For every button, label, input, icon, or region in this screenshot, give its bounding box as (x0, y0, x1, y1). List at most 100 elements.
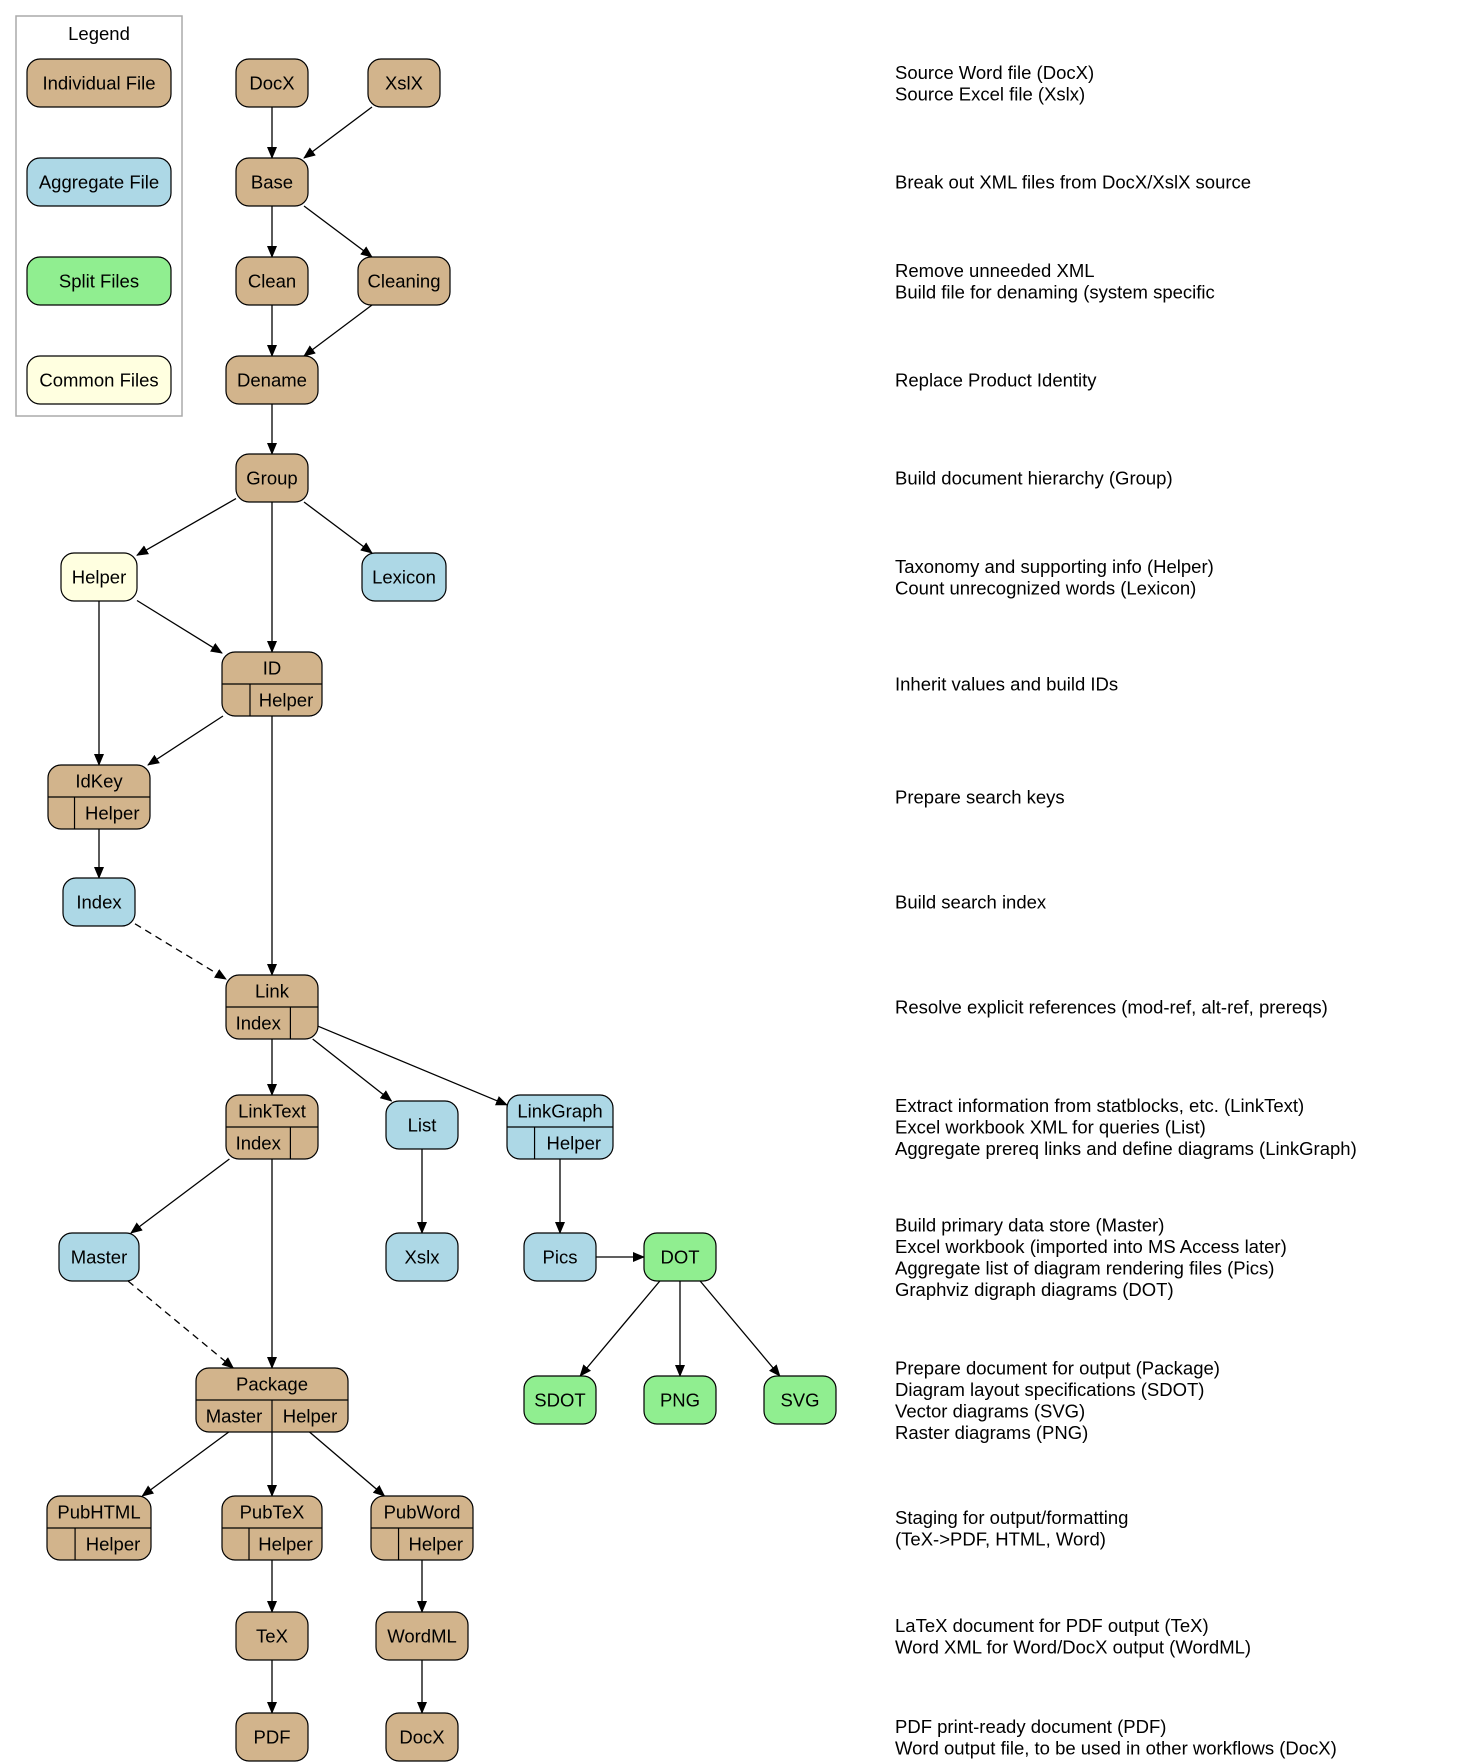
node-box-helper (60, 552, 138, 602)
description-line: Excel workbook (imported into MS Access … (895, 1236, 1287, 1257)
node-label-docx-src: DocX (249, 73, 294, 94)
node-label-index: Index (76, 892, 122, 913)
node-port-link-left: Index (236, 1013, 282, 1034)
node-label-base: Base (251, 172, 293, 193)
description-id: Inherit values and build IDs (895, 674, 1118, 695)
legend-label-individual: Individual File (42, 73, 155, 94)
description-src: Source Word file (DocX)Source Excel file… (895, 62, 1094, 105)
node-box-xslx-out (385, 1232, 459, 1282)
node-box-dename (225, 355, 319, 405)
node-label-linktext: LinkText (238, 1101, 306, 1122)
edge-base-to-cleaning (303, 205, 373, 258)
description-line: Count unrecognized words (Lexicon) (895, 577, 1196, 598)
node-label-idkey: IdKey (75, 771, 123, 792)
description-line: Graphviz digraph diagrams (DOT) (895, 1279, 1174, 1300)
node-box-cleaning (357, 256, 451, 306)
node-label-id: ID (263, 658, 282, 679)
legend-label-aggregate: Aggregate File (39, 172, 159, 193)
node-box-dot (643, 1232, 717, 1282)
description-index: Build search index (895, 892, 1047, 913)
node-label-pubhtml: PubHTML (57, 1502, 140, 1523)
description-tex: LaTeX document for PDF output (TeX)Word … (895, 1615, 1251, 1658)
node-box-svg (763, 1375, 837, 1425)
node-box-list (385, 1100, 459, 1150)
description-line: Word XML for Word/DocX output (WordML) (895, 1636, 1251, 1657)
node-port-pubword-right: Helper (409, 1534, 464, 1555)
node-label-dot: DOT (660, 1247, 699, 1268)
node-box-lexicon (361, 552, 447, 602)
node-label-sdot: SDOT (534, 1390, 585, 1411)
legend-item-aggregate: Aggregate File (26, 157, 172, 207)
node-label-dename: Dename (237, 370, 307, 391)
legend-swatch-individual (26, 58, 172, 108)
edge-link-to-linkgraph (317, 1025, 508, 1106)
node-dename: Dename (225, 355, 319, 405)
node-pics: Pics (523, 1232, 597, 1282)
description-line: Build document hierarchy (Group) (895, 468, 1173, 489)
legend-item-common: Common Files (26, 355, 172, 405)
node-base: Base (235, 157, 309, 207)
node-label-cleaning: Cleaning (367, 271, 440, 292)
edge-linktext-to-master (130, 1158, 230, 1234)
node-master: Master (58, 1232, 140, 1282)
node-box-png (643, 1375, 717, 1425)
node-dot: DOT (643, 1232, 717, 1282)
description-line: Word output file, to be used in other wo… (895, 1737, 1337, 1758)
node-box-base (235, 157, 309, 207)
node-label-lexicon: Lexicon (372, 567, 436, 588)
description-dename: Replace Product Identity (895, 370, 1097, 391)
node-label-pics: Pics (543, 1247, 578, 1268)
description-pub: Staging for output/formatting(TeX->PDF, … (895, 1507, 1128, 1550)
description-line: Aggregate list of diagram rendering file… (895, 1257, 1274, 1278)
description-base: Break out XML files from DocX/XslX sourc… (895, 172, 1251, 193)
description-package: Prepare document for output (Package)Dia… (895, 1357, 1220, 1443)
node-box-pdf (235, 1712, 309, 1762)
node-label-pubtex: PubTeX (240, 1502, 305, 1523)
description-line: Build file for denaming (system specific (895, 281, 1215, 302)
node-port-linktext-left: Index (236, 1133, 282, 1154)
node-box-sdot (523, 1375, 597, 1425)
edges (94, 106, 781, 1714)
node-docx-src: DocX (235, 58, 309, 108)
description-line: Source Excel file (Xslx) (895, 83, 1085, 104)
description-master: Build primary data store (Master)Excel w… (895, 1214, 1287, 1300)
node-svg: SVG (763, 1375, 837, 1425)
node-port-pubtex-right: Helper (258, 1534, 313, 1555)
description-line: Raster diagrams (PNG) (895, 1422, 1088, 1443)
description-line: Vector diagrams (SVG) (895, 1400, 1085, 1421)
description-helper: Taxonomy and supporting info (Helper)Cou… (895, 556, 1214, 599)
description-link: Resolve explicit references (mod-ref, al… (895, 997, 1328, 1018)
description-group: Build document hierarchy (Group) (895, 468, 1173, 489)
edge-group-to-lexicon (303, 501, 373, 554)
description-pdf: PDF print-ready document (PDF)Word outpu… (895, 1716, 1337, 1759)
legend-frame (15, 15, 183, 417)
node-label-xslx-src: XslX (385, 73, 423, 94)
node-box-tex (235, 1611, 309, 1661)
description-line: Taxonomy and supporting info (Helper) (895, 556, 1214, 577)
description-line: Build primary data store (Master) (895, 1214, 1164, 1235)
edge-package-to-pubhtml (141, 1431, 230, 1497)
node-box-pics (523, 1232, 597, 1282)
description-line: Extract information from statblocks, etc… (895, 1095, 1304, 1116)
node-label-link: Link (255, 981, 290, 1002)
node-box-docx-src (235, 58, 309, 108)
description-line: Prepare document for output (Package) (895, 1357, 1220, 1378)
node-label-master: Master (71, 1247, 128, 1268)
node-label-png: PNG (660, 1390, 700, 1411)
node-tex: TeX (235, 1611, 309, 1661)
edge-helper-to-id (136, 599, 223, 654)
node-port-pubhtml-right: Helper (86, 1534, 141, 1555)
description-line: Build search index (895, 892, 1047, 913)
description-line: Source Word file (DocX) (895, 62, 1094, 83)
description-line: Excel workbook XML for queries (List) (895, 1117, 1206, 1138)
node-label-list: List (408, 1115, 437, 1136)
node-docx-out: DocX (385, 1712, 459, 1762)
edge-dot-to-svg (699, 1280, 781, 1377)
description-line: (TeX->PDF, HTML, Word) (895, 1528, 1106, 1549)
description-line: Inherit values and build IDs (895, 674, 1118, 695)
node-label-svg: SVG (780, 1390, 819, 1411)
